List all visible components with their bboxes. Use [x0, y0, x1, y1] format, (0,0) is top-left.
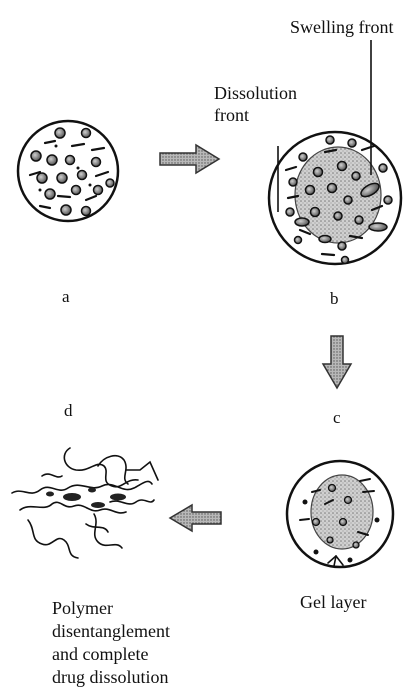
gel-layer-label: Gel layer — [300, 591, 366, 613]
polymer-disentanglement-caption: Polymer disentanglement and complete dru… — [52, 597, 170, 689]
polymer-particles-d — [46, 488, 126, 509]
caption-line-2: disentanglement — [52, 620, 170, 643]
stage-d-label: d — [64, 400, 73, 422]
stage-a-label: a — [62, 286, 70, 308]
swelling-front-label: Swelling front — [290, 16, 394, 38]
tablet-a — [18, 121, 118, 221]
caption-line-1: Polymer — [52, 597, 170, 620]
dissolution-front-label-line1: Dissolution — [214, 82, 297, 104]
arrow-left — [170, 505, 221, 531]
caption-line-3: and complete — [52, 643, 170, 666]
stage-b-label: b — [330, 288, 339, 310]
stage-c-label: c — [333, 407, 341, 429]
polymer-chains-d — [12, 448, 158, 558]
arrow-right — [160, 145, 219, 173]
arrow-down — [323, 336, 351, 388]
caption-line-4: drug dissolution — [52, 666, 170, 689]
tablet-b — [269, 40, 401, 264]
tablet-c — [287, 461, 393, 567]
dissolution-front-label-line2: front — [214, 104, 249, 126]
